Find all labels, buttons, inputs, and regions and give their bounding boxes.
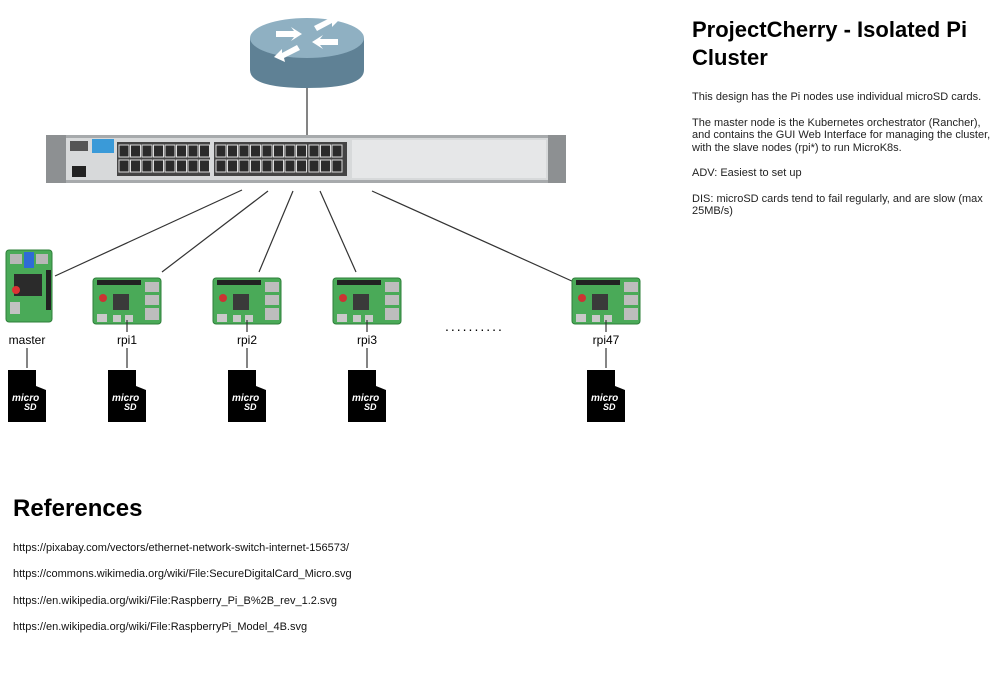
switch-port bbox=[176, 159, 187, 173]
microsd-card-icon: microSD bbox=[587, 370, 625, 422]
svg-text:SD: SD bbox=[603, 402, 616, 412]
switch-port bbox=[130, 144, 141, 158]
node-label-rpi2: rpi2 bbox=[236, 333, 257, 347]
svg-text:SD: SD bbox=[24, 402, 37, 412]
sd-links bbox=[26, 320, 607, 368]
switch-port bbox=[261, 144, 273, 158]
switch-port bbox=[187, 159, 199, 173]
switch-port bbox=[187, 144, 199, 158]
switch-port bbox=[153, 144, 164, 158]
switch-port bbox=[118, 159, 130, 173]
switch-port bbox=[238, 144, 250, 158]
raspberry-pi-icon bbox=[571, 277, 641, 325]
switch-port bbox=[250, 144, 261, 158]
svg-text:SD: SD bbox=[124, 402, 137, 412]
reference-link[interactable]: https://en.wikipedia.org/wiki/File:Raspb… bbox=[13, 595, 338, 607]
switch-port bbox=[284, 144, 296, 158]
svg-text:SD: SD bbox=[364, 402, 377, 412]
switch-port bbox=[153, 159, 164, 173]
raspberry-pi-icon bbox=[92, 277, 162, 325]
network-switch-icon bbox=[46, 135, 566, 183]
svg-text:micro: micro bbox=[12, 393, 39, 404]
microsd-card-icon: microSD bbox=[8, 370, 46, 422]
switch-port bbox=[273, 144, 284, 158]
ellipsis: .......... bbox=[445, 318, 504, 334]
microsd-card-icon: microSD bbox=[348, 370, 386, 422]
switch-port bbox=[130, 159, 141, 173]
node-label-master: master bbox=[8, 333, 46, 347]
switch-port bbox=[227, 159, 238, 173]
raspberry-pi-icon bbox=[212, 277, 282, 325]
switch-port bbox=[227, 144, 238, 158]
description-paragraph: The master node is the Kubernetes orches… bbox=[692, 116, 991, 154]
switch-port bbox=[250, 159, 261, 173]
switch-port bbox=[331, 159, 343, 173]
raspberry-pi-icon bbox=[332, 277, 402, 325]
description-paragraph: ADV: Easiest to set up bbox=[692, 167, 802, 179]
switch-port bbox=[308, 144, 320, 158]
switch-port bbox=[141, 144, 153, 158]
microsd-card-icon: microSD bbox=[228, 370, 266, 422]
switch-port bbox=[320, 159, 331, 173]
description: This design has the Pi nodes use individ… bbox=[692, 91, 992, 231]
node-label-rpi47: rpi47 bbox=[592, 333, 620, 347]
reference-link[interactable]: https://pixabay.com/vectors/ethernet-net… bbox=[13, 542, 350, 554]
uplinks bbox=[54, 189, 575, 283]
node-label-rpi3: rpi3 bbox=[356, 333, 377, 347]
switch-port bbox=[199, 144, 210, 158]
router-icon bbox=[250, 14, 364, 88]
switch-port bbox=[199, 159, 210, 173]
raspberry-pi-icon bbox=[5, 249, 53, 323]
switch-port bbox=[261, 159, 273, 173]
description-paragraph: This design has the Pi nodes use individ… bbox=[692, 91, 982, 103]
description-paragraph: DIS: microSD cards tend to fail regularl… bbox=[692, 192, 983, 218]
switch-port bbox=[176, 144, 187, 158]
switch-port bbox=[296, 144, 307, 158]
switch-port bbox=[320, 144, 331, 158]
reference-link[interactable]: https://en.wikipedia.org/wiki/File:Raspb… bbox=[13, 621, 308, 633]
references-title: References bbox=[13, 495, 143, 522]
switch-port bbox=[118, 144, 130, 158]
switch-port bbox=[164, 159, 176, 173]
switch-port bbox=[308, 159, 320, 173]
svg-text:micro: micro bbox=[112, 393, 139, 404]
switch-port bbox=[284, 159, 296, 173]
switch-port bbox=[164, 144, 176, 158]
switch-port bbox=[215, 159, 227, 173]
switch-port bbox=[273, 159, 284, 173]
switch-port bbox=[215, 144, 227, 158]
switch-port bbox=[238, 159, 250, 173]
svg-text:micro: micro bbox=[232, 393, 259, 404]
switch-port bbox=[141, 159, 153, 173]
reference-link[interactable]: https://commons.wikimedia.org/wiki/File:… bbox=[13, 568, 352, 580]
switch-port bbox=[331, 144, 343, 158]
switch-port bbox=[296, 159, 307, 173]
pi4-boards bbox=[92, 277, 641, 325]
switch-ports bbox=[117, 142, 347, 176]
microsd-card-icon: microSD bbox=[108, 370, 146, 422]
page-title: ProjectCherry - Isolated Pi Cluster bbox=[692, 17, 968, 70]
svg-text:micro: micro bbox=[352, 393, 379, 404]
node-label-rpi1: rpi1 bbox=[116, 333, 137, 347]
svg-text:SD: SD bbox=[244, 402, 257, 412]
svg-text:micro: micro bbox=[591, 393, 618, 404]
